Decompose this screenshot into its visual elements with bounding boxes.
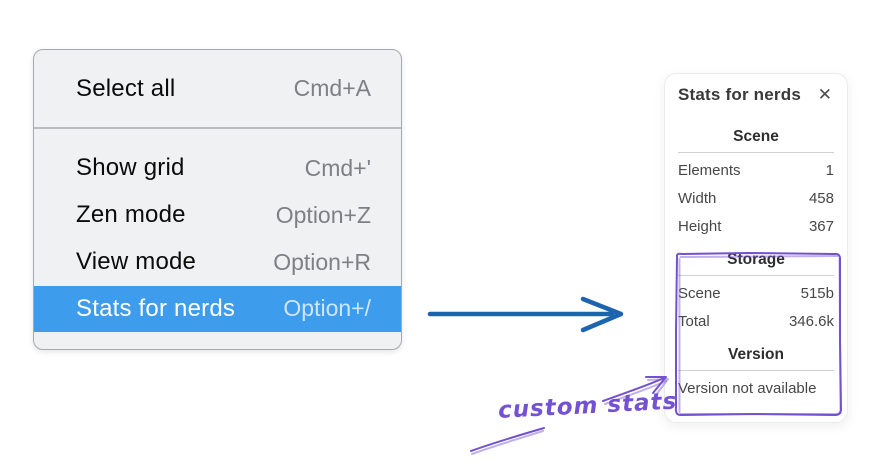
custom-stats-label: custom stats <box>497 388 678 424</box>
stat-label: Total <box>678 313 710 330</box>
menu-item-view-mode[interactable]: View mode Option+R <box>34 239 401 286</box>
menu-item-label: Stats for nerds <box>76 294 236 322</box>
section-heading-storage: Storage <box>727 251 785 268</box>
stats-for-nerds-panel: Stats for nerds ✕ Scene Elements 1 Width… <box>664 73 848 423</box>
menu-item-show-grid[interactable]: Show grid Cmd+' <box>34 145 401 192</box>
menu-divider <box>34 127 401 129</box>
menu-item-shortcut: Cmd+A <box>293 75 371 101</box>
menu-item-shortcut: Option+R <box>273 248 371 275</box>
menu-item-stats-for-nerds[interactable]: Stats for nerds Option+/ <box>34 285 401 332</box>
stat-value: 367 <box>808 218 834 235</box>
menu-item-label: Zen mode <box>76 201 186 228</box>
stat-label: Elements <box>678 162 741 179</box>
menu-item-label: Show grid <box>76 154 185 181</box>
stat-label: Scene <box>678 285 721 302</box>
panel-title: Stats for nerds <box>678 85 801 104</box>
section-divider <box>678 152 834 153</box>
menu-item-shortcut: Option+/ <box>283 295 371 321</box>
stat-label: Height <box>678 218 722 235</box>
version-note: Version not available <box>678 380 817 397</box>
menu-item-shortcut: Cmd+' <box>304 154 371 181</box>
section-divider <box>678 370 834 371</box>
stat-row-width: Width 458 <box>678 185 834 213</box>
section-heading-scene: Scene <box>733 128 779 145</box>
menu-item-label: Select all <box>76 74 176 102</box>
blue-arrow <box>427 296 624 333</box>
menu-item-label: View mode <box>76 248 197 275</box>
stat-row-scene-storage: Scene 515b <box>678 280 834 308</box>
section-heading-version: Version <box>728 346 784 363</box>
stat-value: 515b <box>800 285 834 302</box>
context-menu: Select all Cmd+A Show grid Cmd+' Zen mod… <box>33 49 402 350</box>
stat-value: 458 <box>808 190 834 207</box>
close-icon[interactable]: ✕ <box>817 84 832 105</box>
stat-label: Width <box>678 190 717 207</box>
menu-item-zen-mode[interactable]: Zen mode Option+Z <box>34 192 401 239</box>
stat-row-total-storage: Total 346.6k <box>678 308 834 336</box>
stat-value: 346.6k <box>788 313 834 330</box>
menu-item-shortcut: Option+Z <box>275 201 371 228</box>
stat-row-elements: Elements 1 <box>678 157 834 185</box>
menu-item-select-all[interactable]: Select all Cmd+A <box>34 50 401 127</box>
stat-row-height: Height 367 <box>678 213 834 241</box>
section-divider <box>678 275 834 276</box>
annotation-line <box>470 427 545 455</box>
stat-value: 1 <box>825 162 834 179</box>
